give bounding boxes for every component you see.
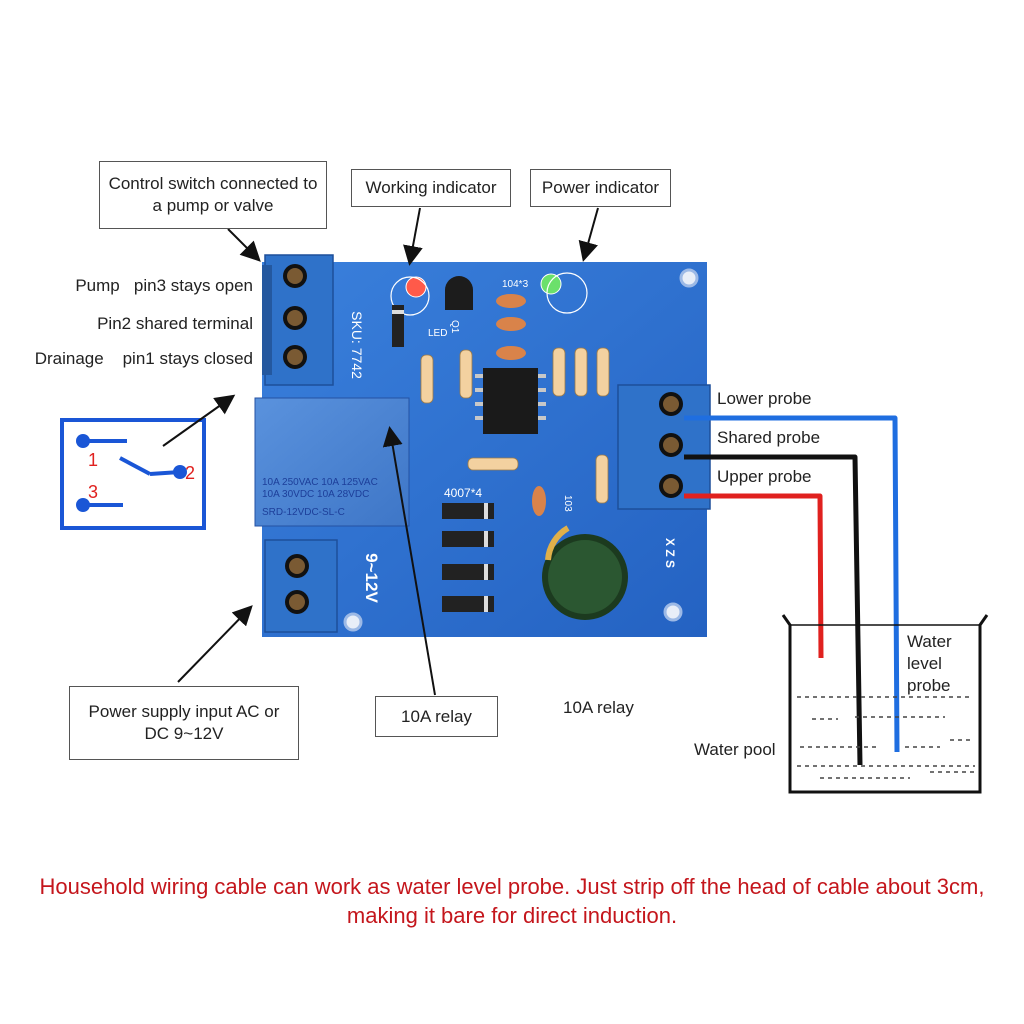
relay-rating-line2: 10A 30VDC 10A 28VDC xyxy=(262,489,369,500)
control-switch-callout: Control switch connected to a pump or va… xyxy=(99,161,327,229)
resistor xyxy=(420,354,434,404)
ceramic-cap xyxy=(496,346,526,360)
pin3-label: Pump pin3 stays open xyxy=(75,276,253,295)
voltage-silkscreen: 9~12V xyxy=(362,553,381,603)
upper-probe-label: Upper probe xyxy=(717,467,812,486)
working-indicator-callout: Working indicator xyxy=(351,169,511,207)
water-container xyxy=(781,614,989,794)
relay-arrow xyxy=(382,426,436,696)
diode-silkscreen: 4007*4 xyxy=(444,486,482,500)
resistor xyxy=(595,454,609,504)
led-outline xyxy=(546,272,588,314)
relay-rating-line1: 10A 250VAC 10A 125VAC xyxy=(262,477,378,488)
led-silkscreen: LED xyxy=(428,328,447,339)
led-outline xyxy=(390,276,430,316)
upper-probe-wire xyxy=(684,493,824,659)
terminal-block-pump xyxy=(262,254,334,386)
shared-probe-label: Shared probe xyxy=(717,428,821,447)
switch-symbol-arrow xyxy=(162,394,236,447)
transistor xyxy=(445,276,473,310)
power-indicator-arrow xyxy=(578,207,599,262)
terminal-block-probes xyxy=(617,384,711,510)
relay-caption: 10A relay xyxy=(563,698,634,717)
diode-row xyxy=(442,503,494,612)
relay-callout: 10A relay xyxy=(375,696,498,737)
relay-model: SRD-12VDC-SL-C xyxy=(262,507,345,518)
ic-chip xyxy=(475,368,546,434)
water-level-probe-label: Water level probe xyxy=(907,632,952,695)
footer-note: Household wiring cable can work as water… xyxy=(39,874,985,928)
power-indicator-callout: Power indicator xyxy=(530,169,671,207)
working-indicator-arrow xyxy=(403,207,423,266)
water-pool-label: Water pool xyxy=(694,740,776,759)
cap103-silkscreen: 103 xyxy=(562,495,573,512)
diode xyxy=(392,305,404,347)
mount-hole xyxy=(679,268,699,288)
ceramic-cap xyxy=(496,317,526,331)
lower-probe-wire xyxy=(684,415,900,753)
pcb-board: SKU: 7742 LED 104*3 Q1 4007*4 103 9~12V … xyxy=(254,254,711,637)
lower-probe-label: Lower probe xyxy=(717,389,812,408)
q1-silkscreen: Q1 xyxy=(449,320,460,334)
switch-symbol: 1 2 3 xyxy=(60,418,206,530)
switch-pin2-number: 2 xyxy=(185,463,195,483)
ceramic-cap-103 xyxy=(532,486,546,516)
resistor xyxy=(459,349,473,399)
cap104-silkscreen: 104*3 xyxy=(502,279,529,290)
resistor xyxy=(574,347,588,397)
resistor xyxy=(596,347,610,397)
terminal-block-power xyxy=(264,539,338,633)
red-led xyxy=(405,276,427,298)
mount-hole xyxy=(343,612,363,632)
control-switch-arrow xyxy=(227,228,261,262)
shared-probe-wire xyxy=(684,454,863,766)
resistor xyxy=(467,457,519,471)
mount-hole xyxy=(663,602,683,622)
xzs-silkscreen: X Z S xyxy=(663,538,677,568)
green-led xyxy=(540,273,562,295)
pin1-label: Drainage pin1 stays closed xyxy=(34,349,253,368)
resistor xyxy=(552,347,566,397)
sku-silkscreen: SKU: 7742 xyxy=(349,311,365,379)
switch-pin1-number: 1 xyxy=(88,450,98,470)
relay: 10A 250VAC 10A 125VAC 10A 30VDC 10A 28VD… xyxy=(254,397,410,527)
ceramic-cap xyxy=(496,294,526,308)
power-supply-callout: Power supply input AC or DC 9~12V xyxy=(69,686,299,760)
switch-pin3-number: 3 xyxy=(88,482,98,502)
power-supply-arrow xyxy=(177,605,253,683)
pin2-label: Pin2 shared terminal xyxy=(97,314,253,333)
